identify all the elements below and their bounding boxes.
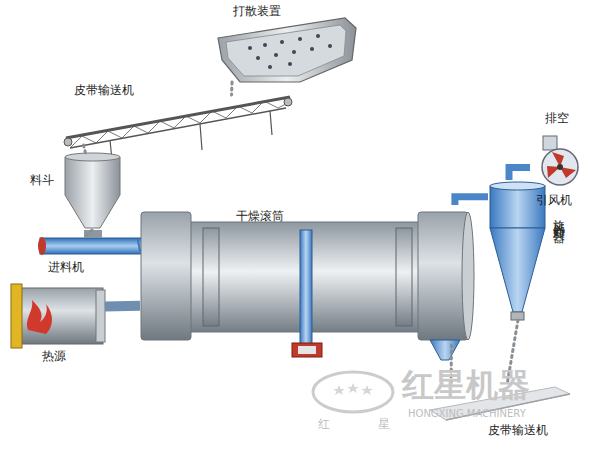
screw-feeder-part [40,238,152,254]
heat-source-part [11,284,22,348]
drive-support-part [300,230,312,346]
duct-connector [509,168,530,181]
disperser-device-part [263,43,267,47]
disperser-box: 打散装置 [215,20,357,82]
feeder-box: 进料机 [38,236,138,256]
component-label: 料斗 [30,173,54,187]
disperser-device-part [256,56,260,60]
component-label: 旋风卸料器 [552,210,566,225]
hopper-part [65,157,120,228]
drying-drum-part [141,212,191,340]
induced-draft-fan-part [552,152,564,167]
component-label: 进料机 [48,260,84,274]
drying-drum-part [418,212,468,340]
drum-box: 干燥滚筒 [140,205,475,345]
watermark-logo-part [347,383,359,393]
induced-draft-fan-part [542,149,578,185]
belt-conveyor-top-part [284,98,292,106]
disperser-device-part [218,18,356,82]
component-label: 打散装置 [233,4,281,18]
cyclone-unloader-part [490,182,545,190]
hopper [65,153,120,228]
disperser-device-part [280,40,284,44]
induced-draft-fan [542,136,578,185]
disperser-device-part [268,65,272,69]
drive-support [292,230,322,357]
belt-conveyor-top [64,97,292,160]
watermark-logo-part [333,385,345,395]
screw-feeder-part [38,237,46,255]
belt-conveyor-top-part [270,111,272,135]
component-label: 热源 [42,349,66,363]
heat-source [11,284,105,348]
conveyor-box: 皮带输送机 [60,95,295,145]
material-connector [84,145,87,155]
drying-drum-part [203,228,219,326]
disperser-device-part [298,37,302,41]
disperser-device-part [310,47,314,51]
drying-drum [141,212,474,360]
watermark: 红星机器 [402,368,530,403]
belt-conveyor-top-part [70,108,286,148]
watermark: 红 [318,418,330,431]
disperser-device-part [226,25,346,76]
component-label: 皮带输送机 [74,83,134,97]
disperser-device-part [316,34,320,38]
drive-support-part [292,343,322,357]
material-connector [230,82,233,95]
component-label: 引风机 [536,193,572,207]
disperser-device [218,18,356,82]
watermark: HONGXING MACHINERY [408,408,526,419]
drying-drum-part [462,212,474,340]
heat-source-box: 热源 [12,285,105,345]
heat-source-part [96,290,105,342]
feed-connector [138,240,140,252]
belt-conveyor-top-part [200,124,202,150]
disperser-device-part [328,44,332,48]
fan-box: 引风机 [530,145,590,190]
heat-source-part [15,288,103,344]
watermark: 星 [378,418,390,431]
belt-conveyor-top-part [70,101,286,148]
cyclone-unloader-part [490,228,545,312]
duct-connector [455,197,488,205]
material-connector [86,230,92,236]
disperser-device-part [288,62,292,66]
hopper-box: 料斗 [62,155,122,230]
induced-draft-fan-part [543,136,557,150]
screw-feeder-part [84,230,102,238]
watermark-logo [313,372,393,412]
cyclone-unloader-part [490,186,545,228]
component-label: 皮带输送机 [488,423,548,437]
hopper-part [65,153,120,161]
heat-source-part [27,300,52,334]
disperser-device-part [274,53,278,57]
exhaust-label: 排空 [545,112,569,125]
belt-conveyor-top-part [64,138,72,146]
drying-drum-part [430,340,460,360]
belt-conveyor-top-part [66,97,290,138]
drive-support-part [298,346,316,354]
disperser-device-part [292,50,296,54]
component-label: 干燥滚筒 [236,209,284,223]
disperser-device-part [248,46,252,50]
pipe-connector [105,301,140,312]
watermark-logo-part [313,372,393,412]
screw-feeder [38,230,152,255]
drying-drum-part [396,228,412,326]
watermark-logo-part [361,385,373,395]
induced-draft-fan-part [557,164,563,170]
